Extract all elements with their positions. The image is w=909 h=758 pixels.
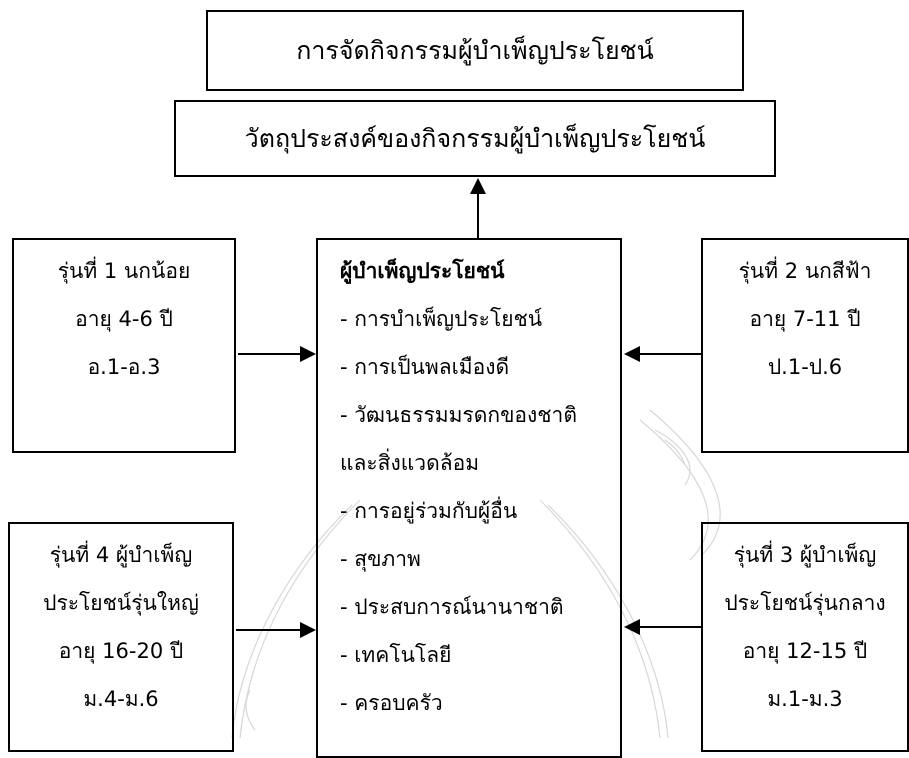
center-box: ผู้บำเพ็ญประโยชน์ - การบำเพ็ญประโยชน์ - …	[316, 238, 622, 758]
gen4-line-3: อายุ 16-20 ปี	[58, 639, 184, 663]
center-item-8: - เทคโนโลยี	[340, 643, 452, 667]
center-item-1: - การบำเพ็ญประโยชน์	[340, 307, 543, 331]
gen2-box: รุ่นที่ 2 นกสีฟ้า อายุ 7-11 ปี ป.1-ป.6	[701, 238, 909, 453]
gen1-line-3: อ.1-อ.3	[87, 355, 161, 379]
activity-title: การจัดกิจกรรมผู้บำเพ็ญประโยชน์	[296, 35, 654, 65]
center-item-2: - การเป็นพลเมืองดี	[340, 355, 510, 379]
center-item-7: - ประสบการณ์นานาชาติ	[340, 595, 564, 619]
arrow-gen4-head	[300, 622, 316, 638]
arrow-up-head	[470, 178, 486, 194]
center-heading: ผู้บำเพ็ญประโยชน์	[340, 259, 505, 283]
objective-box: วัตถุประสงค์ของกิจกรรมผู้บำเพ็ญประโยชน์	[174, 100, 776, 177]
gen3-box: รุ่นที่ 3 ผู้บำเพ็ญ ประโยชน์รุ่นกลาง อาย…	[701, 522, 909, 752]
connector-arrows	[236, 178, 701, 638]
activity-box: การจัดกิจกรรมผู้บำเพ็ญประโยชน์	[206, 10, 744, 91]
center-item-4: และสิ่งแวดล้อม	[340, 451, 480, 475]
gen4-line-1: รุ่นที่ 4 ผู้บำเพ็ญ	[49, 543, 193, 567]
gen2-line-2: อายุ 7-11 ปี	[749, 307, 861, 331]
center-item-5: - การอยู่ร่วมกับผู้อื่น	[340, 499, 518, 523]
gen4-line-2: ประโยชน์รุ่นใหญ่	[43, 591, 199, 615]
gen3-line-3: อายุ 12-15 ปี	[742, 639, 868, 663]
gen3-line-4: ม.1-ม.3	[767, 687, 843, 711]
gen3-line-2: ประโยชน์รุ่นกลาง	[724, 591, 886, 615]
gen1-box: รุ่นที่ 1 นกน้อย อายุ 4-6 ปี อ.1-อ.3	[12, 238, 236, 453]
center-item-6: - สุขภาพ	[340, 547, 421, 571]
gen2-line-3: ป.1-ป.6	[767, 355, 843, 379]
center-item-9: - ครอบครัว	[340, 691, 443, 715]
arrow-gen1-head	[300, 346, 316, 362]
objective-title: วัตถุประสงค์ของกิจกรรมผู้บำเพ็ญประโยชน์	[244, 123, 706, 153]
center-item-3: - วัฒนธรรมมรดกของชาติ	[340, 403, 577, 427]
gen4-line-4: ม.4-ม.6	[83, 687, 159, 711]
gen1-line-2: อายุ 4-6 ปี	[75, 307, 173, 331]
gen1-line-1: รุ่นที่ 1 นกน้อย	[57, 259, 191, 283]
gen2-line-1: รุ่นที่ 2 นกสีฟ้า	[738, 259, 872, 283]
arrow-gen2-head	[624, 346, 640, 362]
gen3-line-1: รุ่นที่ 3 ผู้บำเพ็ญ	[733, 543, 877, 567]
arrow-gen3-head	[624, 619, 640, 635]
